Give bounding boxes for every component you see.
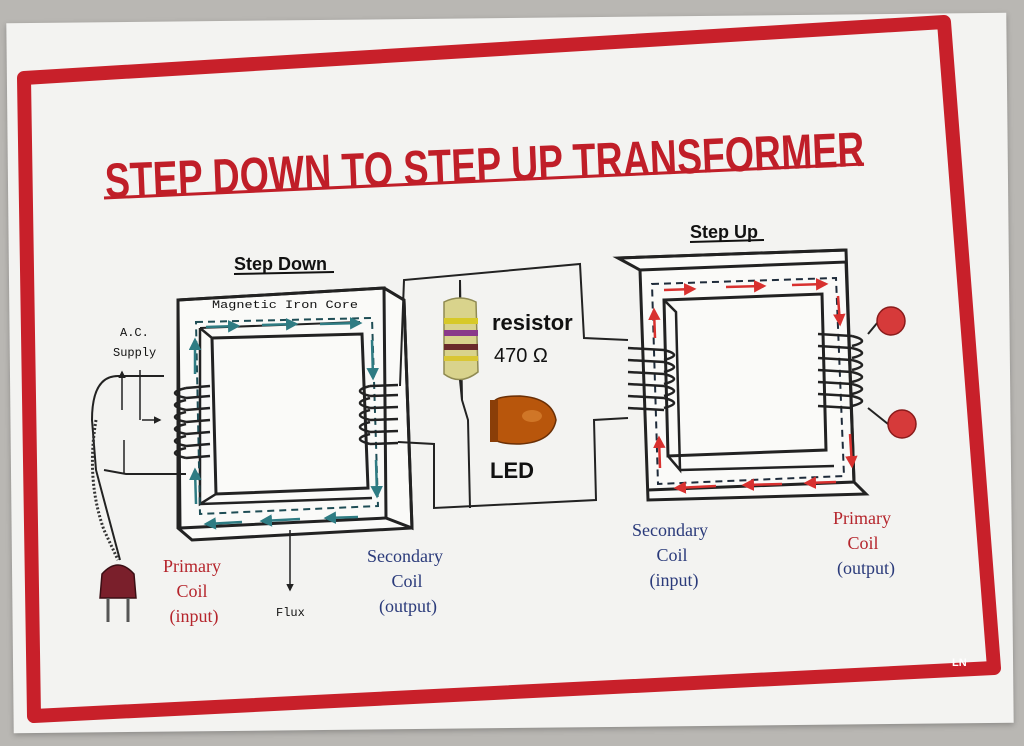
wire-bottom xyxy=(397,417,629,510)
resistor-icon xyxy=(443,280,479,401)
flux-arrow xyxy=(673,481,717,494)
flux-arrow xyxy=(319,317,363,330)
flux-loop-step-down xyxy=(194,316,380,516)
supply-wire xyxy=(103,469,186,475)
secondary-coil-step-up xyxy=(627,346,676,412)
flux-arrow xyxy=(803,476,837,489)
power-plug-icon xyxy=(99,564,137,622)
secondary-coil-step-down xyxy=(358,383,399,446)
led-label: LED xyxy=(490,458,534,483)
flux-label: Flux xyxy=(276,606,305,620)
flux-arrow xyxy=(323,511,359,524)
flux-arrow xyxy=(833,295,846,327)
svg-text:(input): (input) xyxy=(170,606,219,627)
flux-arrow xyxy=(261,318,299,331)
ac-supply-line2: Supply xyxy=(113,346,156,360)
core-label: Magnetic Iron Core xyxy=(212,300,358,312)
svg-text:Coil: Coil xyxy=(391,571,422,591)
red-border-frame xyxy=(17,15,1001,723)
flux-arrow xyxy=(370,459,383,499)
flux-arrow xyxy=(653,435,666,469)
output-terminal-top xyxy=(876,306,906,336)
flux-arrow xyxy=(259,514,301,527)
step-down-transformer: Step Down Magnetic Iron Core xyxy=(90,254,443,627)
svg-text:(output): (output) xyxy=(379,596,437,617)
output-terminal-bottom xyxy=(887,409,917,439)
svg-text:(output): (output) xyxy=(837,558,895,579)
primary-coil-step-up xyxy=(817,332,864,410)
svg-text:(input): (input) xyxy=(650,570,699,591)
corner-mark: LN xyxy=(952,657,967,669)
flux-arrow xyxy=(741,478,783,491)
flux-arrow xyxy=(203,517,243,530)
led-icon xyxy=(490,395,557,445)
svg-text:Coil: Coil xyxy=(656,545,687,565)
ac-supply-line1: A.C. xyxy=(120,326,149,340)
flux-arrow xyxy=(205,320,241,333)
primary-coil-step-down xyxy=(173,384,211,460)
supply-cable xyxy=(90,419,120,561)
primary-coil-label-step-down: Primary Coil (input) xyxy=(163,556,221,627)
flux-arrow xyxy=(845,433,858,469)
step-down-heading: Step Down xyxy=(234,254,327,274)
secondary-coil-label-step-up: Secondary Coil (input) xyxy=(632,520,708,591)
svg-text:Primary: Primary xyxy=(833,508,891,528)
resistor-value: 470 Ω xyxy=(494,345,548,367)
iron-core-window-step-up xyxy=(662,292,828,458)
flux-arrow xyxy=(725,280,767,293)
flux-arrow xyxy=(366,339,379,381)
svg-text:Coil: Coil xyxy=(847,533,878,553)
flux-loop-step-up xyxy=(650,276,846,486)
step-up-heading: Step Up xyxy=(690,222,758,242)
title-underline xyxy=(103,162,865,200)
iron-core-window xyxy=(210,332,370,496)
secondary-coil-label-step-down: Secondary Coil (output) xyxy=(367,546,443,617)
flux-arrow xyxy=(663,283,697,296)
svg-text:Primary: Primary xyxy=(163,556,221,576)
primary-coil-label-step-up: Primary Coil (output) xyxy=(833,508,895,579)
flux-arrow xyxy=(189,467,202,505)
flux-arrow xyxy=(648,307,661,339)
supply-wire xyxy=(90,375,164,561)
svg-text:Secondary: Secondary xyxy=(367,546,443,566)
svg-text:Secondary: Secondary xyxy=(632,520,708,540)
svg-text:Coil: Coil xyxy=(176,581,207,601)
step-up-transformer: Step Up xyxy=(612,222,917,591)
resistor-label: resistor xyxy=(492,310,573,335)
wire-top xyxy=(399,262,629,387)
poster-title: STEP DOWN TO STEP UP TRANSFORMER xyxy=(104,123,866,209)
flux-arrow xyxy=(791,278,829,291)
